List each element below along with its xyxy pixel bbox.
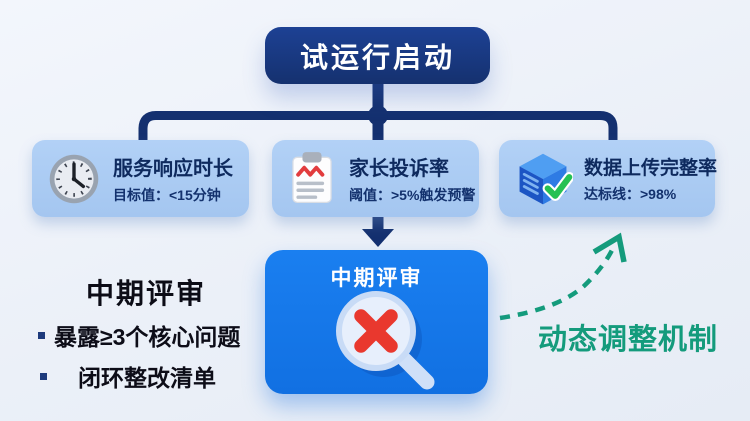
bullet-square-icon (40, 372, 47, 380)
list-item-label: 暴露≥3个核心问题 (54, 324, 241, 350)
magnifier-error-icon (336, 291, 435, 390)
junction-dot (368, 105, 388, 126)
metric-card-response-time: 服务响应时长 目标值：<15分钟 (32, 140, 249, 217)
data-cube-icon (513, 149, 573, 209)
metric-card-complaint-rate: 家长投诉率 阈值：>5%触发预警 (272, 140, 479, 217)
dashed-adjustment-arrow (499, 245, 617, 321)
metric-title: 服务响应时长 (113, 158, 233, 180)
midterm-review-node: 中期评审 (265, 250, 488, 394)
metric-title: 家长投诉率 (349, 158, 449, 180)
bullet-square-icon (38, 331, 45, 339)
root-node-label: 试运行启动 (299, 41, 455, 73)
metric-threshold: 阈值：>5%触发预警 (349, 187, 476, 203)
clipboard-icon (286, 150, 338, 208)
down-arrow-head (362, 229, 394, 247)
adjustment-arrowhead (592, 232, 627, 263)
metric-target: 目标值：<15分钟 (113, 187, 221, 203)
list-item-label: 闭环整改清单 (78, 365, 216, 391)
list-item: 闭环整改清单 (40, 359, 216, 393)
dynamic-adjustment-label: 动态调整机制 (538, 324, 719, 356)
metric-card-upload-completeness: 数据上传完整率 达标线：>98% (499, 140, 718, 217)
review-node-title: 中期评审 (330, 267, 423, 290)
clock-icon (46, 151, 102, 207)
metric-title: 数据上传完整率 (584, 158, 718, 179)
root-node-trial-launch: 试运行启动 (265, 27, 490, 84)
metric-standard: 达标线：>98% (584, 186, 677, 202)
list-item: 暴露≥3个核心问题 (38, 318, 240, 352)
left-panel-heading: 中期评审 (86, 278, 207, 309)
